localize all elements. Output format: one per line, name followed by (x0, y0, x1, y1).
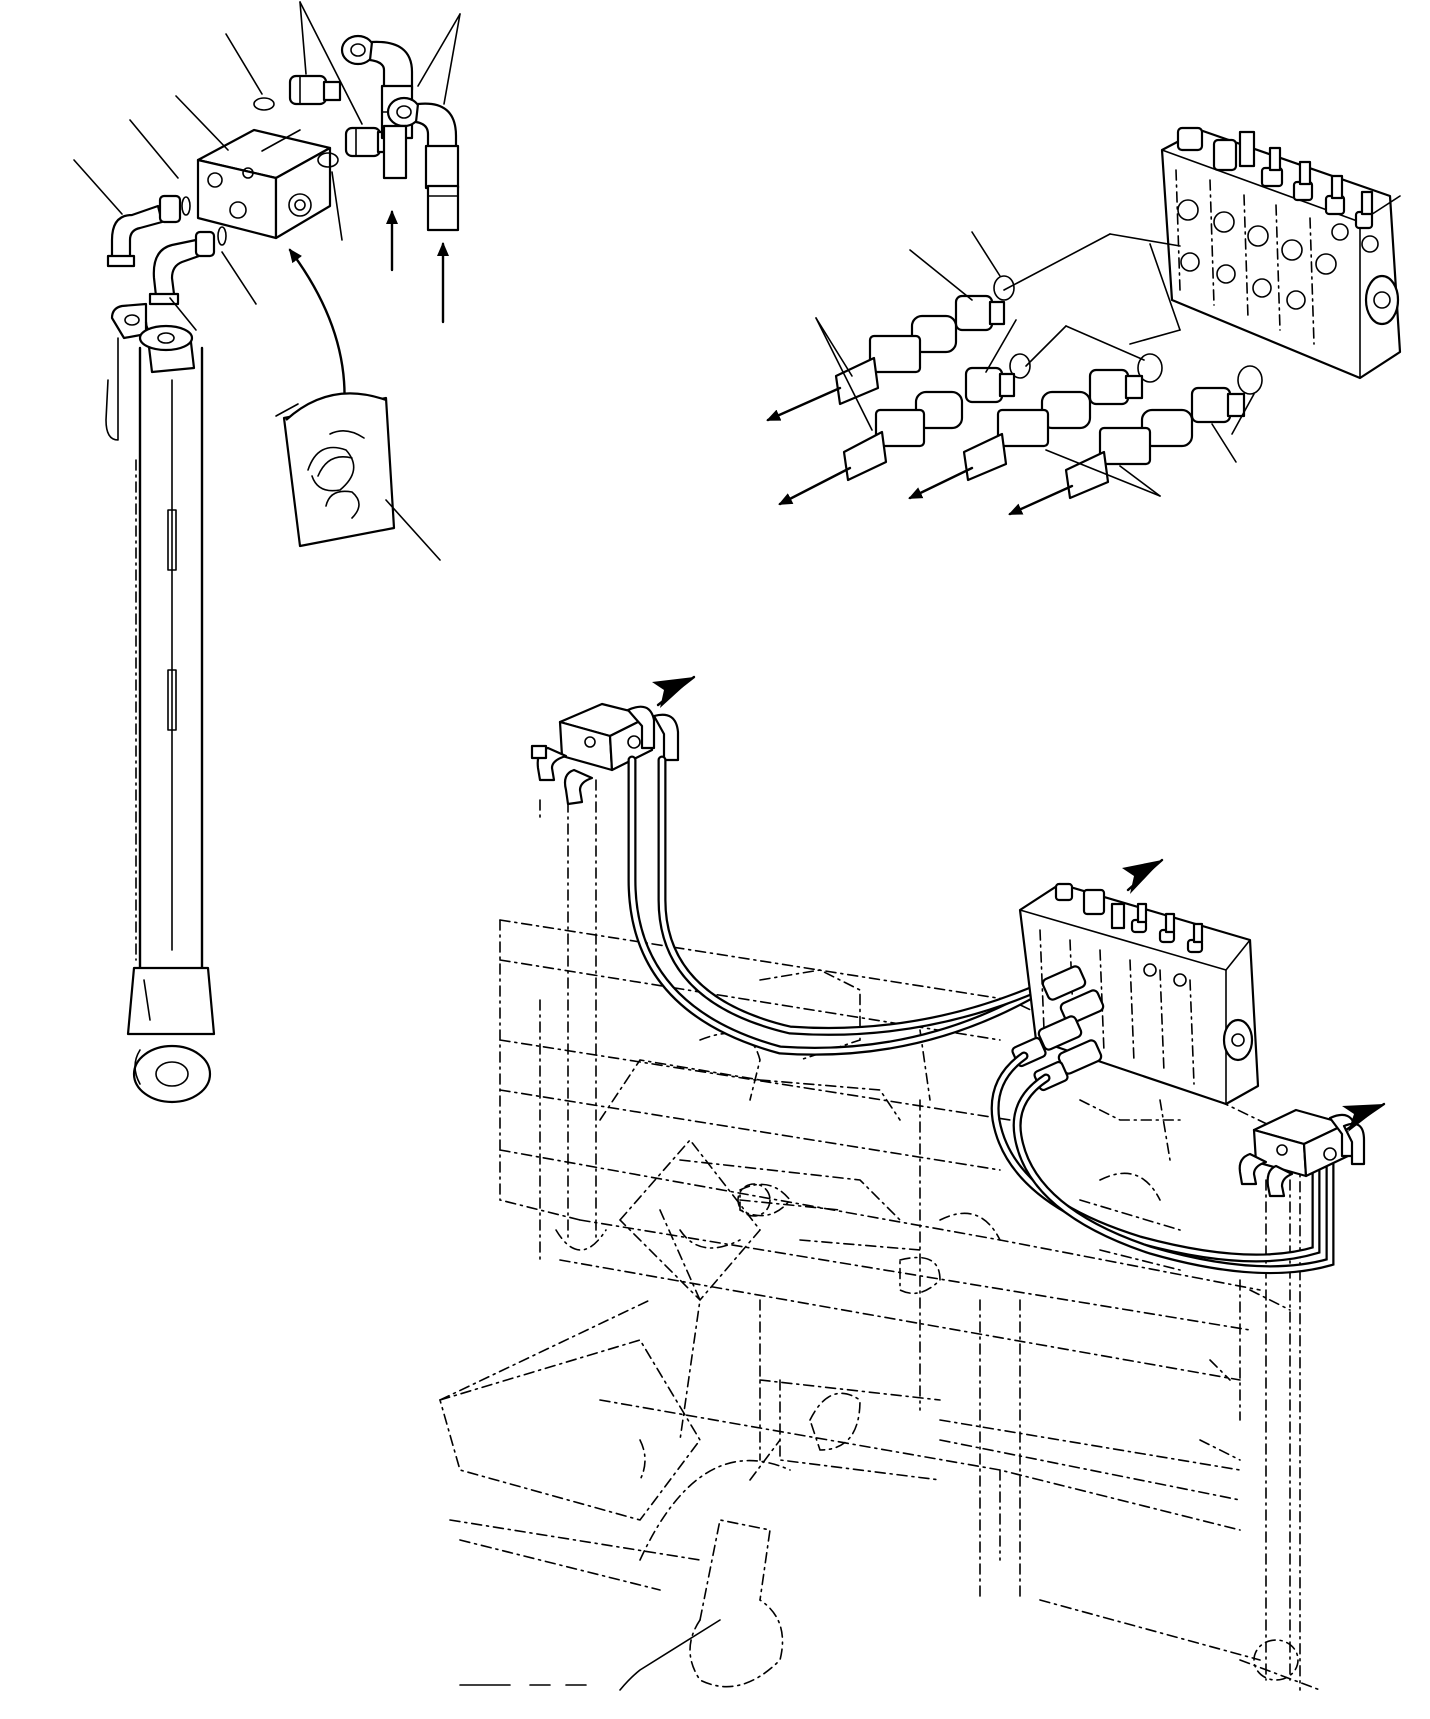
o-ring (253, 97, 275, 111)
location-arrows (652, 675, 1386, 1132)
control-valve-stack (1160, 126, 1402, 380)
control-valve-detail (766, 126, 1402, 516)
o-ring (317, 152, 339, 168)
right-cylinder (1253, 1179, 1299, 1681)
o-ring (181, 196, 191, 216)
left-valve-block (530, 702, 680, 806)
hose-end-1 (766, 275, 1015, 422)
lift-cylinder (105, 302, 216, 1104)
elbow-fitting-upper (106, 194, 182, 268)
hose-end-2 (778, 353, 1031, 506)
main-assembly (439, 675, 1386, 1691)
left-cylinder (539, 779, 607, 1251)
valve-block (196, 128, 332, 240)
sealant-apply-arrow (288, 248, 346, 412)
hoses-left-to-valve (627, 755, 1065, 1056)
sealant-icon (275, 392, 441, 561)
lift-link-frame (618, 1138, 791, 1561)
callout-leaders-detail-b (815, 231, 1255, 497)
hoses-valve-to-right (990, 1051, 1335, 1275)
hose-elbow-front (382, 96, 460, 232)
adapter-fitting-top (288, 74, 342, 106)
hose-end-3 (908, 353, 1163, 500)
o-ring (217, 226, 227, 246)
right-valve-block (1238, 1108, 1366, 1198)
elbow-fitting-lower (148, 230, 216, 306)
valve-block-detail (73, 1, 461, 412)
hose-end-4 (1008, 365, 1263, 516)
bottom-leader (459, 1619, 721, 1691)
callout-leaders-detail-a (73, 1, 461, 331)
